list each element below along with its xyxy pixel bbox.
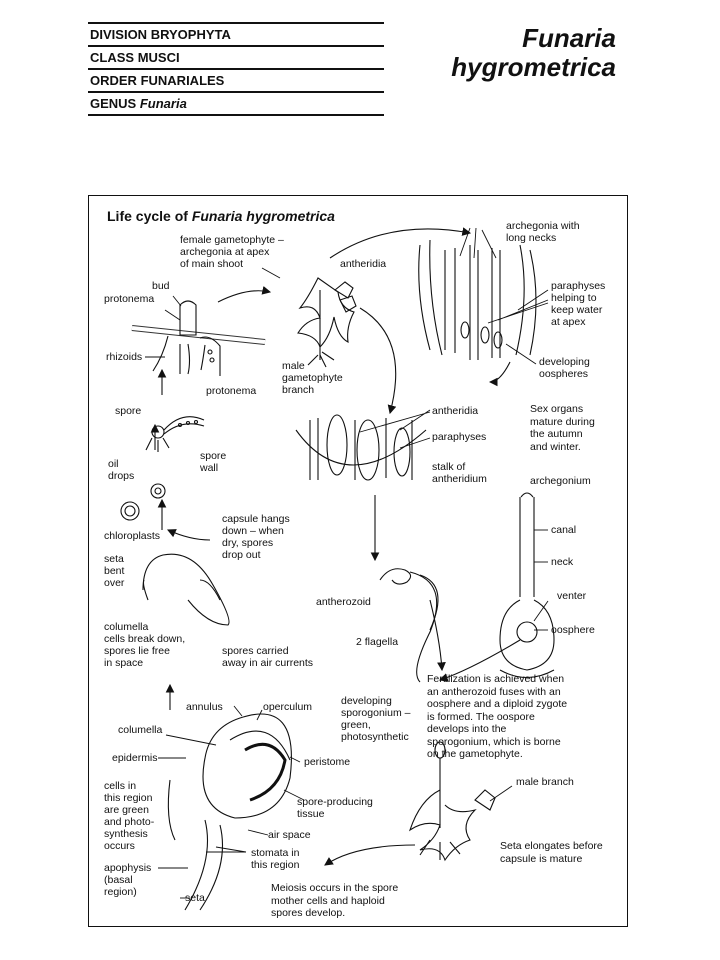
label-capsule-hangs: capsule hangs down – when dry, spores dr… xyxy=(222,513,290,561)
label-rhizoids: rhizoids xyxy=(106,351,142,363)
label-antheridia-top: antheridia xyxy=(340,258,386,270)
note-sex-organs: Sex organs mature during the autumn and … xyxy=(530,403,595,453)
label-two-flagella: 2 flagella xyxy=(356,636,398,648)
label-seta-bent-over: seta bent over xyxy=(104,553,124,589)
label-apophysis: apophysis (basal region) xyxy=(104,862,151,898)
label-protonema-mid: protonema xyxy=(206,385,256,397)
label-oosphere: oosphere xyxy=(551,624,595,636)
label-spore-wall: spore wall xyxy=(200,450,226,474)
label-archegonium: archegonium xyxy=(530,475,591,487)
note-seta-elongates: Seta elongates before capsule is mature xyxy=(500,840,603,865)
hanging-capsule-drawing xyxy=(143,554,229,625)
label-bud: bud xyxy=(152,280,170,292)
label-male-gametophyte-branch: male gametophyte branch xyxy=(282,360,343,396)
label-archegonia-long-necks: archegonia with long necks xyxy=(506,220,580,244)
label-air-space: air space xyxy=(268,829,311,841)
label-seta: seta xyxy=(185,892,205,904)
archegonium-drawing xyxy=(500,493,554,678)
label-protonema-top: protonema xyxy=(104,293,154,305)
label-antherozoid: antherozoid xyxy=(316,596,371,608)
label-female-gametophyte: female gametophyte – archegonia at apex … xyxy=(180,234,284,270)
female-gametophyte-drawing xyxy=(298,278,356,367)
label-columella-cells: columella cells break down, spores lie f… xyxy=(104,621,185,669)
label-spores-carried: spores carried away in air currents xyxy=(222,645,313,669)
note-fertilization: Fertilization is achieved when an anther… xyxy=(427,673,567,761)
label-epidermis: epidermis xyxy=(112,752,158,764)
cycle-arrows xyxy=(155,229,520,865)
label-oil-drops: oil drops xyxy=(108,458,134,482)
label-spore-producing-tissue: spore-producing tissue xyxy=(297,796,373,820)
label-peristome: peristome xyxy=(304,756,350,768)
label-stomata: stomata in this region xyxy=(251,847,299,871)
label-chloroplasts: chloroplasts xyxy=(104,530,160,542)
label-developing-sporogonium: developing sporogonium – green, photosyn… xyxy=(341,695,410,743)
label-operculum: operculum xyxy=(263,701,312,713)
label-venter: venter xyxy=(557,590,586,602)
label-neck: neck xyxy=(551,556,573,568)
note-meiosis: Meiosis occurs in the spore mother cells… xyxy=(271,882,398,920)
label-columella: columella xyxy=(118,724,162,736)
label-paraphyses-helping: paraphyses helping to keep water at apex xyxy=(551,280,605,328)
protonema-drawing xyxy=(132,301,265,376)
label-spore: spore xyxy=(115,405,141,417)
label-cells-green: cells in this region are green and photo… xyxy=(104,780,154,852)
label-stalk-of-antheridium: stalk of antheridium xyxy=(432,461,487,485)
archegonia-drawing xyxy=(419,240,536,360)
antheridia-section-drawing xyxy=(296,415,426,480)
label-antheridia-mid: antheridia xyxy=(432,405,478,417)
label-canal: canal xyxy=(551,524,576,536)
antherozoid-drawing xyxy=(380,569,438,682)
label-male-branch: male branch xyxy=(516,776,574,788)
label-annulus: annulus xyxy=(186,701,223,713)
sporogonium-section-drawing xyxy=(168,714,291,910)
label-paraphyses-mid: paraphyses xyxy=(432,431,486,443)
label-developing-oospheres: developing oospheres xyxy=(539,356,590,380)
